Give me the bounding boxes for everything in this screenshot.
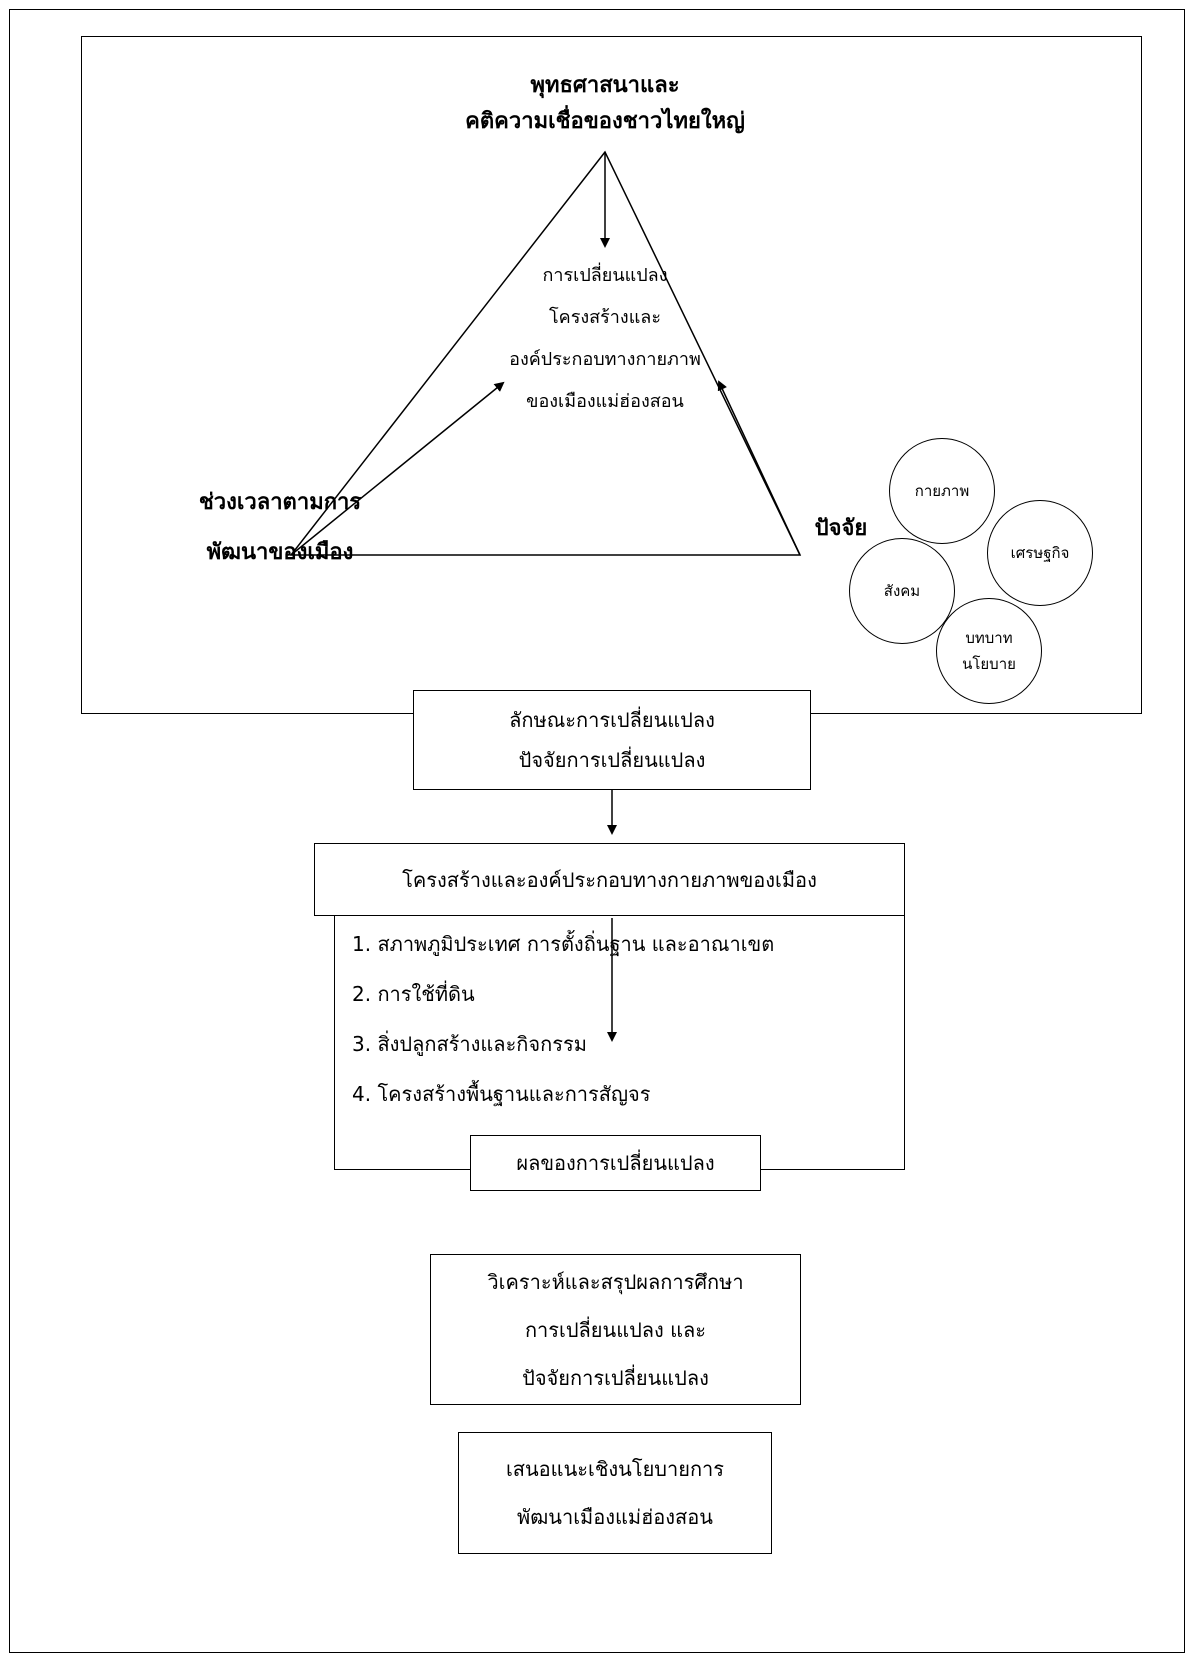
box2-title: โครงสร้างและองค์ประกอบทางกายภาพของเมือง [402,867,817,892]
box4-line1: วิเคราะห์และสรุปผลการศึกษา [487,1269,744,1294]
triangle [289,150,802,556]
list-item: 2. การใช้ที่ดิน [352,982,475,1006]
list-item: 1. สภาพภูมิประเทศ การตั้งถิ่นฐาน และอาณา… [352,932,775,956]
left-factor-line1: ช่วงเวลาตามการ [198,490,362,515]
top-factor-line1: พุทธศาสนาและ [530,73,680,98]
box1-line1: ลักษณะการเปลี่ยนแปลง [509,708,715,732]
circle-society-label: สังคม [883,582,921,600]
box4-line2: การเปลี่ยนแปลง และ [524,1317,707,1342]
arrow-left-to-center [290,381,505,556]
left-factor-label: ช่วงเวลาตามการ พัฒนาของเมือง [150,478,410,578]
box-change-results: ผลของการเปลี่ยนแปลง [470,1135,761,1191]
box-physical-structure-title: โครงสร้างและองค์ประกอบทางกายภาพของเมือง [314,843,905,916]
center-line1: การเปลี่ยนแปลง [542,265,668,286]
center-line3: องค์ประกอบทางกายภาพ [509,349,701,370]
list-item: 3. สิ่งปลูกสร้างและกิจกรรม [352,1032,587,1056]
box5-line2: พัฒนาเมืองแม่ฮ่องสอน [517,1505,713,1529]
box4-line3: ปัจจัยการเปลี่ยนแปลง [522,1365,709,1390]
top-factor-label: พุทธศาสนาและ คติความเชื่อของชาวไทยใหญ่ [395,68,815,140]
circle-economy-label: เศรษฐกิจ [1010,544,1070,562]
center-line2: โครงสร้างและ [548,307,662,328]
box5-line1: เสนอแนะเชิงนโยบายการ [505,1457,725,1481]
center-label: การเปลี่ยนแปลง โครงสร้างและ องค์ประกอบทา… [470,255,740,423]
box-analysis-conclusion: วิเคราะห์และสรุปผลการศึกษา การเปลี่ยนแปล… [430,1254,801,1405]
left-factor-line2: พัฒนาของเมือง [206,540,354,565]
circle-society: สังคม [849,538,955,644]
circle-role-policy: บทบาท นโยบาย [936,598,1042,704]
center-line4: ของเมืองแม่ฮ่องสอน [526,391,684,412]
circle-role-line1: บทบาท [965,629,1013,647]
right-factor-label: ปัจจัย [814,516,868,541]
box3-label: ผลของการเปลี่ยนแปลง [516,1151,715,1175]
circle-role-line2: นโยบาย [962,655,1016,673]
circle-physical: กายภาพ [889,438,995,544]
arrow-right-to-center [717,380,801,556]
circle-physical-label: กายภาพ [914,482,970,500]
box1-line2: ปัจจัยการเปลี่ยนแปลง [518,748,706,772]
list-item: 4. โครงสร้างพื้นฐานและการสัญจร [352,1082,651,1106]
box-policy-recommendation: เสนอแนะเชิงนโยบายการ พัฒนาเมืองแม่ฮ่องสอ… [458,1432,772,1554]
top-factor-line2: คติความเชื่อของชาวไทยใหญ่ [465,109,745,134]
page-frame [9,9,1185,1653]
box-change-characteristics: ลักษณะการเปลี่ยนแปลง ปัจจัยการเปลี่ยนแปล… [413,690,811,790]
circle-economy: เศรษฐกิจ [987,500,1093,606]
